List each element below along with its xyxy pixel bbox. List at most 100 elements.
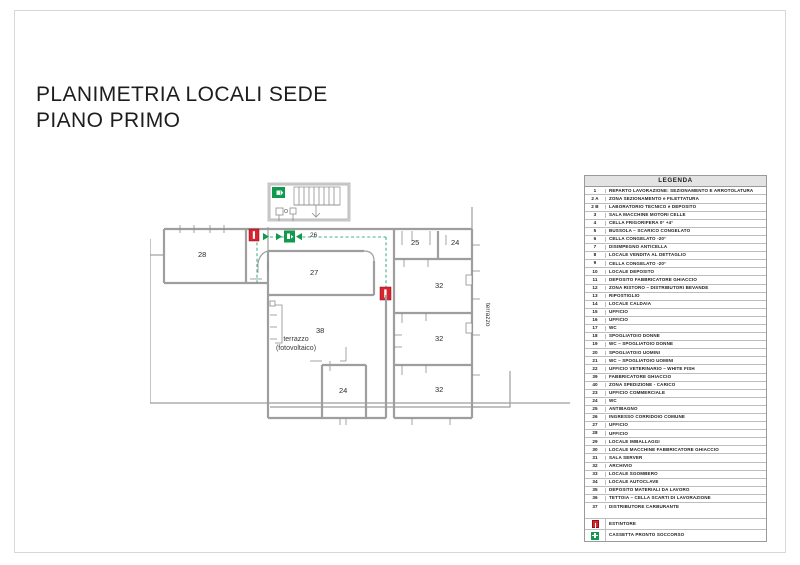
fire-extinguisher-icon [591, 520, 599, 529]
wall-room27-corner [363, 250, 375, 262]
legend-row-number: 33 [585, 471, 606, 477]
legend-row-label: ZONA SEZIONAMENTO e FILETTATURA [609, 196, 699, 201]
legend-symbol-cell [585, 530, 606, 542]
legend-row-label: ARCHIVIO [609, 463, 633, 468]
legend-row-number: 12 [585, 285, 606, 291]
legend-row-label: WC [609, 326, 617, 331]
legend-row-label: LOCALE IMBALLAGGI [609, 439, 660, 444]
legend-row-label: UFFICIO COMMERCIALE [609, 391, 666, 396]
legend-row-label: SALA SERVER [609, 455, 643, 460]
legend-row-number: 19 [585, 342, 606, 348]
legend-row-label: CELLA FRIGORIFERA 0° +4° [609, 221, 674, 226]
legend-row-number: 7 [585, 245, 606, 250]
legend-row-number: 10 [585, 269, 606, 275]
escape-direction-arrows [263, 233, 302, 241]
room-label-27: 27 [310, 268, 319, 277]
legend-row-number: 18 [585, 334, 606, 339]
legend-spacer [585, 511, 766, 520]
legend-row-number: 3 [585, 212, 606, 218]
legend-row-label: WC – SPOGLIATOIO DONNE [609, 342, 674, 347]
legend-row-label: SPOGLIATOIO DONNE [609, 334, 660, 339]
legend-row-number: 36 [585, 496, 606, 501]
legend-row-number: 14 [585, 301, 606, 307]
legend-row-label: LOCALE CALDAIA [609, 302, 652, 306]
legend-row-label: LOCALE MACCHINE FABBRICATORE GHIACCIO [609, 447, 719, 452]
legend-row-label: LOCALE AUTOCLAVE [609, 480, 659, 485]
legend-row-label: DISTRIBUTORE CARBURANTE [609, 504, 680, 509]
legend-row-number: 8 [585, 253, 606, 258]
legend-row-number: 34 [585, 479, 606, 485]
legend-row-number: 2 B [585, 204, 606, 210]
legend-symbol-row: ESTINTORE [585, 519, 766, 531]
legend-row-label: UFFICIO [609, 431, 629, 436]
legend-row-number: 31 [585, 455, 606, 461]
legend-row-number: 9 [585, 261, 606, 267]
legend-row-number: 13 [585, 293, 606, 299]
room-label-38: 38 [316, 326, 325, 335]
room-label-24-lower: 24 [339, 386, 348, 395]
room-label-32-b: 32 [435, 334, 444, 343]
legend-row-number: 37 [585, 504, 606, 510]
legend-row-label: INGRESSO CORRIDOIO COMUNE [609, 415, 686, 420]
legend-row-number: 30 [585, 447, 606, 453]
floor-plan: .w { stroke:#9e9e9e; stroke-width:2.2; f… [149, 175, 645, 435]
fire-extinguisher-marker-1 [248, 228, 260, 242]
legend-row-number: 23 [585, 390, 606, 396]
legend-row-number: 1 [585, 188, 606, 194]
legend-row-label: ZONA SPEDIZIONE - CARICO [609, 382, 676, 387]
legend-row-number: 2 A [585, 196, 606, 202]
legend-row-number: 27 [585, 423, 606, 428]
legend-row-number: 5 [585, 228, 606, 234]
legend-row-number: 26 [585, 415, 606, 420]
legend-row-label: UFFICIO VETERINARIO – WHITE FISH [609, 366, 695, 371]
legend-row-label: ZONA RISTORO – DISTRIBUTORI BEVANDE [609, 285, 709, 290]
legend-row-label: LOCALE SGOMBERO [609, 471, 658, 476]
legend-row-label: UFFICIO [609, 318, 629, 323]
emergency-exit-marker-stair [272, 187, 285, 198]
legend-row-number: 17 [585, 326, 606, 331]
legend-row-number: 29 [585, 439, 606, 445]
legend-row-label: LOCALE VENDITA AL DETTAGLIO [609, 253, 686, 258]
legend-symbol-cell [585, 519, 606, 530]
legend-row-label: REPARTO LAVORAZIONE: SEZIONAMENTO E ARRO… [609, 188, 754, 193]
legend-row-number: 20 [585, 350, 606, 356]
terrazzo-label: terrazzo (fotovoltaico) [275, 336, 317, 353]
legend-row-number: 35 [585, 487, 606, 493]
legend-row-label: UFFICIO [609, 423, 629, 428]
legend-row-label: ANTIBAGNO [609, 407, 638, 412]
legend-row-number: 28 [585, 431, 606, 437]
legend-row-label: CELLA CONGELATO -20° [609, 237, 666, 242]
legend-row-label: WC [609, 399, 617, 404]
legend-row-label: DEPOSITO MATERIALI DA LAVORO [609, 488, 690, 493]
legend-row-number: 16 [585, 318, 606, 323]
